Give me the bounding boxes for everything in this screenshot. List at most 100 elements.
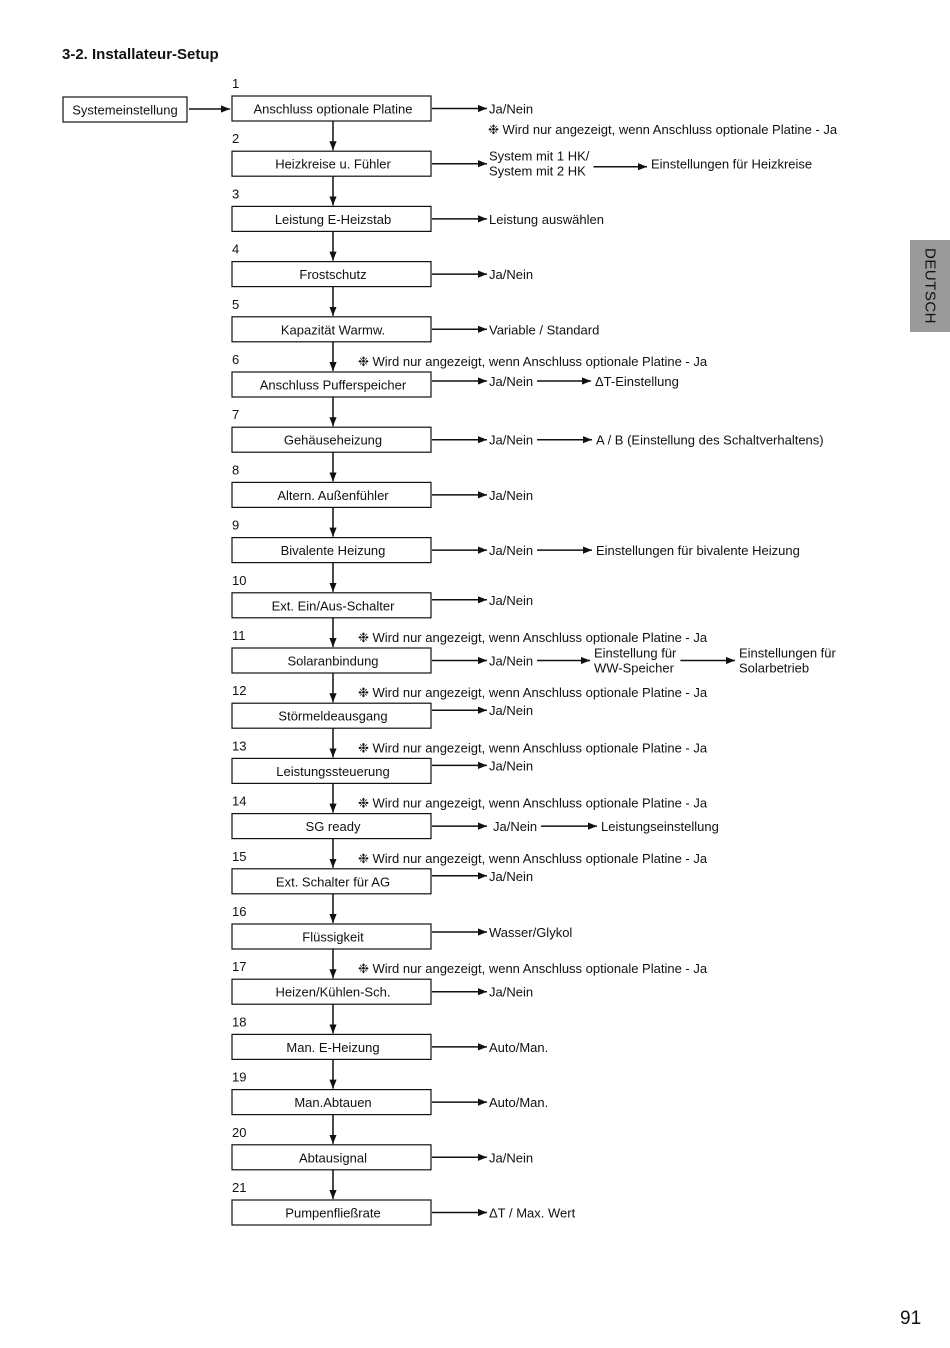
output-2-1: System mit 1 HK/ [489, 149, 590, 164]
step-label-19: Man.Abtauen [294, 1095, 371, 1110]
step-box-9 [231, 536, 432, 564]
step-box-6 [231, 371, 432, 398]
output-4-1: Ja/Nein [489, 267, 533, 282]
step-box-7 [231, 426, 432, 453]
step-number-13: 13 [232, 738, 246, 753]
output-7-2: A / B (Einstellung des Schaltverhaltens) [596, 433, 824, 448]
output-9-1: Ja/Nein [489, 543, 533, 558]
step-number-20: 20 [232, 1125, 246, 1140]
step-box-15 [231, 868, 432, 895]
step-number-3: 3 [232, 186, 239, 201]
step-number-8: 8 [232, 462, 239, 477]
step-box-17 [231, 978, 432, 1005]
step-label-8: Altern. Außenfühler [277, 488, 389, 503]
step-number-5: 5 [232, 297, 239, 312]
step-number-6: 6 [232, 352, 239, 367]
step-label-5: Kapazität Warmw. [281, 322, 385, 337]
output-18-1: Auto/Man. [489, 1040, 548, 1055]
step-label-10: Ext. Ein/Aus-Schalter [272, 598, 395, 613]
step-box-12 [231, 702, 432, 729]
step-number-7: 7 [232, 407, 239, 422]
step-box-21 [231, 1199, 432, 1226]
step-label-14: SG ready [306, 819, 361, 834]
step-number-14: 14 [232, 794, 246, 809]
output-7-1: Ja/Nein [489, 433, 533, 448]
output-2-2: Einstellungen für Heizkreise [651, 157, 812, 172]
step-number-19: 19 [232, 1070, 246, 1085]
note-11: ❉ Wird nur angezeigt, wenn Anschluss opt… [358, 630, 708, 645]
step-label-2: Heizkreise u. Fühler [275, 157, 391, 172]
output-11-2-line2: WW-Speicher [594, 661, 675, 676]
output-6-2: ΔT-Einstellung [595, 374, 679, 389]
step-number-2: 2 [232, 131, 239, 146]
note-6: ❉ Wird nur angezeigt, wenn Anschluss opt… [358, 354, 708, 369]
step-label-6: Anschluss Pufferspeicher [260, 378, 407, 393]
step-label-12: Störmeldeausgang [278, 709, 387, 724]
language-tab: DEUTSCH [910, 240, 950, 332]
step-label-11: Solaranbindung [287, 654, 378, 669]
step-label-4: Frostschutz [299, 267, 366, 282]
step-label-1: Anschluss optionale Platine [254, 102, 413, 117]
note-15: ❉ Wird nur angezeigt, wenn Anschluss opt… [358, 851, 708, 866]
step-number-15: 15 [232, 849, 246, 864]
output-17-1: Ja/Nein [489, 985, 533, 1000]
step-box-10 [231, 592, 432, 619]
page-title: 3-2. Installateur-Setup [62, 46, 219, 63]
step-number-17: 17 [232, 959, 246, 974]
output-11-3: Einstellungen für [739, 646, 837, 661]
output-9-2: Einstellungen für bivalente Heizung [596, 543, 800, 558]
step-label-16: Flüssigkeit [302, 930, 364, 945]
output-21-1: ΔT / Max. Wert [489, 1206, 576, 1221]
output-14-1: Ja/Nein [493, 819, 537, 834]
step-box-20 [231, 1144, 432, 1171]
step-number-18: 18 [232, 1014, 246, 1029]
step-label-3: Leistung E-Heizstab [275, 212, 391, 227]
output-11-3-line2: Solarbetrieb [739, 661, 809, 676]
output-3-1: Leistung auswählen [489, 212, 604, 227]
step-label-17: Heizen/Kühlen-Sch. [276, 985, 391, 1000]
output-11-2: Einstellung für [594, 646, 677, 661]
step-label-20: Abtausignal [299, 1150, 367, 1165]
step-box-13 [231, 757, 432, 785]
note-2: ❉ Wird nur angezeigt, wenn Anschluss opt… [488, 122, 838, 137]
output-5-1: Variable / Standard [489, 322, 599, 337]
output-6-1: Ja/Nein [489, 374, 533, 389]
root-box-label: Systemeinstellung [72, 103, 178, 118]
step-number-16: 16 [232, 904, 246, 919]
root-box [62, 96, 188, 123]
step-box-3 [231, 205, 432, 232]
step-number-1: 1 [232, 76, 239, 91]
step-label-9: Bivalente Heizung [281, 543, 386, 558]
output-16-1: Wasser/Glykol [489, 925, 572, 940]
step-number-21: 21 [232, 1180, 246, 1195]
step-box-18 [231, 1033, 432, 1061]
step-box-8 [231, 481, 432, 508]
step-number-10: 10 [232, 573, 246, 588]
output-13-1: Ja/Nein [489, 758, 533, 773]
output-10-1: Ja/Nein [489, 593, 533, 608]
output-20-1: Ja/Nein [489, 1150, 533, 1165]
note-12: ❉ Wird nur angezeigt, wenn Anschluss opt… [358, 685, 708, 700]
step-box-19 [231, 1088, 432, 1116]
note-17: ❉ Wird nur angezeigt, wenn Anschluss opt… [358, 961, 708, 976]
step-box-4 [231, 261, 432, 288]
step-box-16 [231, 923, 432, 950]
step-label-18: Man. E-Heizung [286, 1040, 379, 1055]
step-number-11: 11 [232, 628, 246, 643]
step-label-13: Leistungssteuerung [276, 764, 389, 779]
step-box-5 [231, 316, 432, 343]
output-8-1: Ja/Nein [489, 488, 533, 503]
step-number-4: 4 [232, 242, 239, 257]
output-12-1: Ja/Nein [489, 703, 533, 718]
step-label-21: Pumpenfließrate [285, 1206, 380, 1221]
step-number-12: 12 [232, 683, 246, 698]
step-box-11 [231, 647, 432, 674]
note-13: ❉ Wird nur angezeigt, wenn Anschluss opt… [358, 740, 708, 755]
step-box-14 [231, 812, 432, 840]
output-15-1: Ja/Nein [489, 869, 533, 884]
step-label-15: Ext. Schalter für AG [276, 874, 390, 889]
output-2-1-line2: System mit 2 HK [489, 164, 586, 179]
page-number: 91 [900, 1308, 922, 1329]
output-11-1: Ja/Nein [489, 654, 533, 669]
